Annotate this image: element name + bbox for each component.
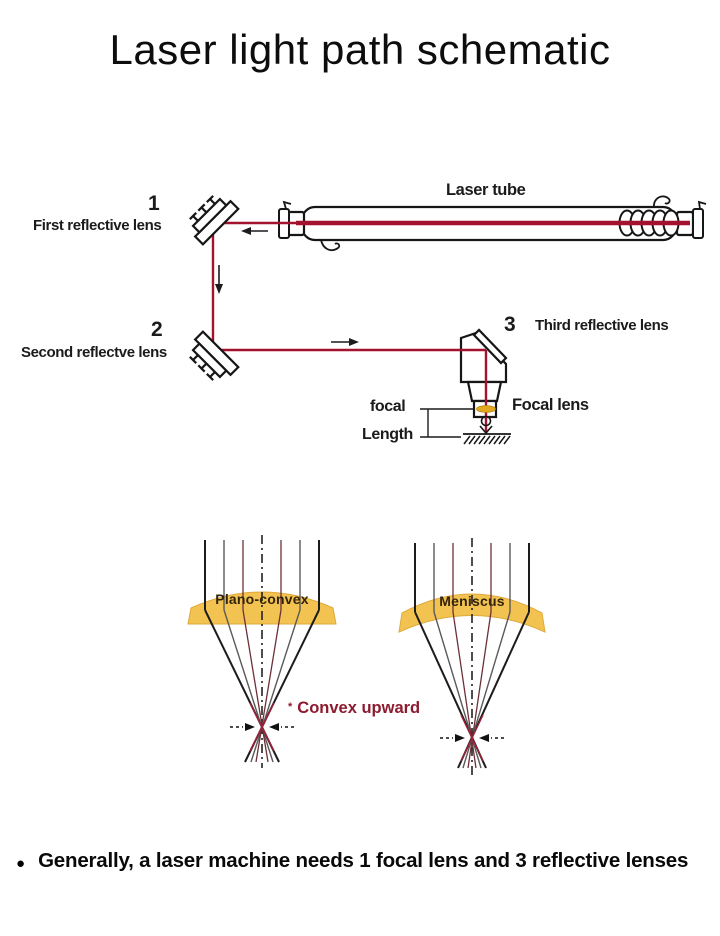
meniscus-diagram [398,538,546,775]
footer-text: Generally, a laser machine needs 1 focal… [38,849,689,872]
focus-cross [460,714,484,762]
mirror3-label: Third reflective lens [535,317,669,334]
bullet-icon: ● [16,855,26,872]
mirror2-label: Second reflectve lens [21,344,167,361]
third-mirror-icon [472,328,508,365]
convex-upward-text: Convex upward [297,699,421,717]
mirror1-label: First reflective lens [33,217,162,234]
laser-beam-path [211,220,690,433]
laser-tube-label: Laser tube [446,181,526,199]
mirror3-number: 3 [504,313,516,336]
first-mirror-icon [182,188,240,246]
focal-length-label-line1: focal [370,398,406,415]
focus-arrows-icon [440,734,504,742]
star-bullet-icon: * [288,701,293,713]
beam-direction-arrows [215,227,359,346]
arrow-right-icon [331,338,359,346]
second-mirror-icon [182,330,240,388]
arrow-down-icon [215,265,223,294]
focal-lens-label: Focal lens [512,396,589,414]
focal-length-label-line2: Length [362,426,413,443]
plano-convex-diagram [187,535,337,768]
mirror2-number: 2 [151,318,163,341]
arrow-left-icon [241,227,268,235]
focus-arrows-icon [230,723,294,731]
meniscus-label: Meniscus [439,593,505,609]
ground-hatch-icon [463,433,511,445]
convex-upward-note: * Convex upward [288,699,420,718]
focal-length-dimension [420,408,474,438]
focus-cross [249,702,275,752]
plano-convex-label: Plano-convex [215,591,309,607]
footer-note: ● Generally, a laser machine needs 1 foc… [16,849,688,879]
page-title: Laser light path schematic [109,26,611,73]
tube-coil-icon [618,209,680,237]
focal-lens-icon [476,405,496,413]
mirror1-number: 1 [148,192,160,215]
nozzle-tip-icon [479,415,493,435]
plano-convex-lens-icon [187,591,337,625]
